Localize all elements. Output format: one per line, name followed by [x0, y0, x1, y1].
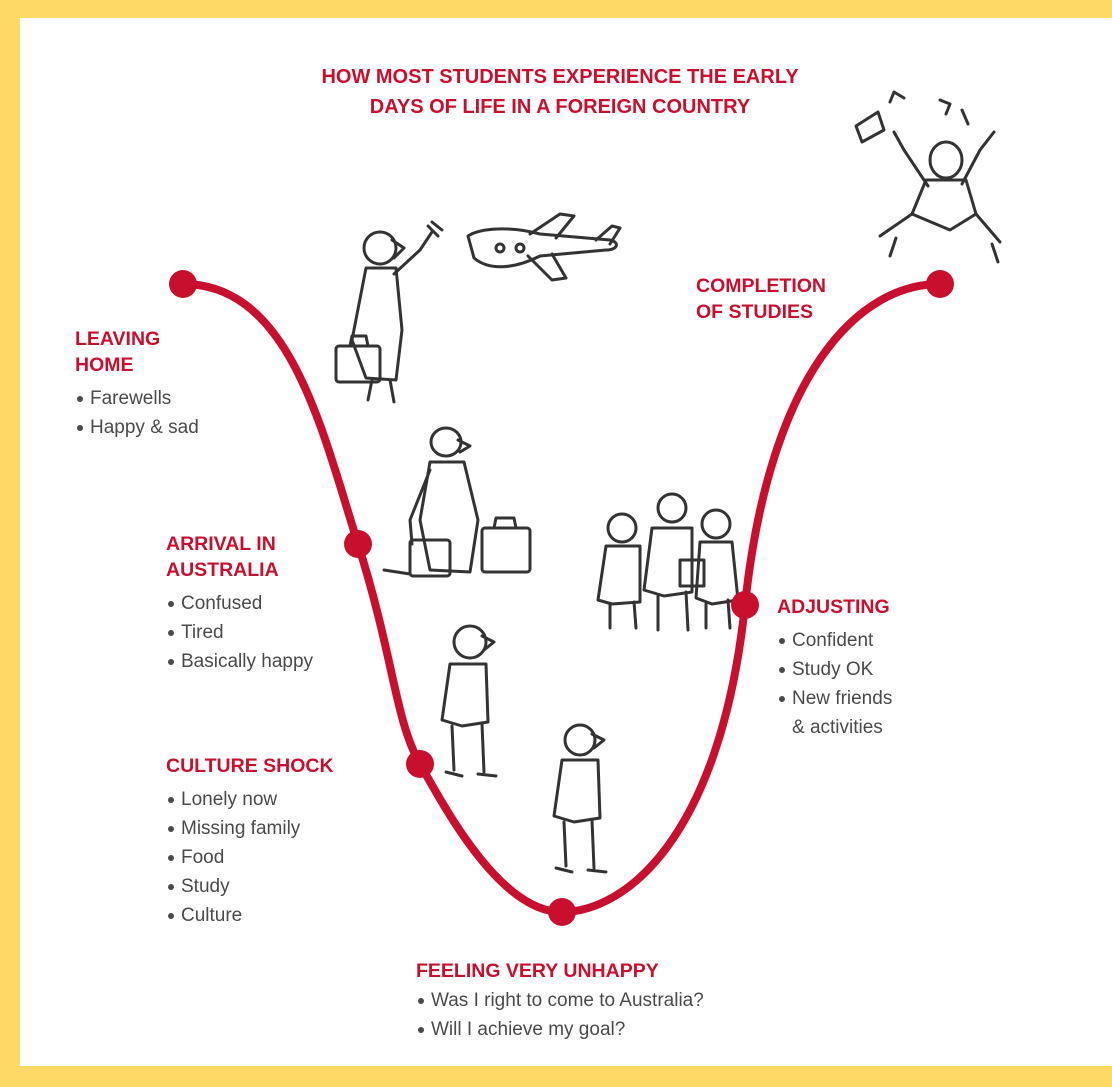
celebrating-graduate-icon	[854, 90, 1002, 264]
bullet-item: Tired	[166, 618, 313, 647]
marker-completion	[926, 270, 954, 298]
heading-line: CULTURE SHOCK	[166, 755, 334, 777]
waving-traveler-icon	[334, 220, 444, 404]
title-line-1: HOW MOST STUDENTS EXPERIENCE THE EARLY	[321, 66, 799, 88]
stage-culture-shock: CULTURE SHOCK Lonely now Missing family …	[166, 753, 334, 930]
border-top	[0, 0, 1112, 18]
bullet-item: Missing family	[166, 814, 334, 843]
stage-adjusting: ADJUSTING Confident Study OK New friends…	[777, 594, 892, 742]
experience-curve	[179, 280, 944, 917]
bullet-item: Lonely now	[166, 785, 334, 814]
bullet-item: Will I achieve my goal?	[416, 1015, 704, 1044]
bullet-item-continuation: & activities	[792, 717, 883, 738]
heading-line: LEAVING	[75, 328, 161, 350]
bullet-item: Food	[166, 843, 334, 872]
stage-heading: FEELING VERY UNHAPPY	[416, 958, 704, 984]
stage-heading: CULTURE SHOCK	[166, 753, 334, 779]
title-line-2: DAYS OF LIFE IN A FOREIGN COUNTRY	[369, 96, 751, 118]
border-bottom	[0, 1066, 1112, 1087]
stage-leaving-home: LEAVING HOME Farewells Happy & sad	[75, 326, 199, 442]
stage-arrival: ARRIVAL IN AUSTRALIA Confused Tired Basi…	[166, 531, 313, 676]
bullet-item: New friends	[777, 684, 892, 713]
stage-bullets: Lonely now Missing family Food Study Cul…	[166, 785, 334, 930]
bullet-item: Culture	[166, 901, 334, 930]
bullet-item: Study OK	[777, 655, 892, 684]
group-of-friends-icon	[596, 492, 740, 632]
stage-bullets: Was I right to come to Australia? Will I…	[416, 986, 704, 1044]
marker-adjusting	[731, 591, 759, 619]
border-left	[0, 0, 20, 1087]
heading-line: ADJUSTING	[777, 596, 890, 618]
heading-line: HOME	[75, 354, 134, 376]
heading-line: OF STUDIES	[696, 301, 814, 323]
marker-culture-shock	[406, 750, 434, 778]
stage-completion: COMPLETION OF STUDIES	[696, 273, 826, 325]
stage-bullets: Farewells Happy & sad	[75, 384, 199, 442]
airplane-icon	[466, 212, 622, 282]
bullet-item: Farewells	[75, 384, 199, 413]
stage-heading: ARRIVAL IN AUSTRALIA	[166, 531, 313, 583]
stage-bullets: Confident Study OK New friends & activit…	[777, 626, 892, 742]
tired-traveler-with-luggage-icon	[382, 426, 532, 578]
lonely-student-icon	[440, 624, 498, 778]
bullet-item: Confused	[166, 589, 313, 618]
marker-arrival	[344, 530, 372, 558]
bullet-item: Study	[166, 872, 334, 901]
bullet-item: Confident	[777, 626, 892, 655]
marker-leaving-home	[169, 270, 197, 298]
heading-line: FEELING VERY UNHAPPY	[416, 960, 659, 982]
heading-line: ARRIVAL IN	[166, 533, 276, 555]
marker-feeling-unhappy	[548, 898, 576, 926]
heading-line: AUSTRALIA	[166, 559, 279, 581]
bullet-item: Happy & sad	[75, 413, 199, 442]
stage-feeling-unhappy: FEELING VERY UNHAPPY Was I right to come…	[416, 958, 704, 1044]
bullet-item: Was I right to come to Australia?	[416, 986, 704, 1015]
diagram-title: HOW MOST STUDENTS EXPERIENCE THE EARLY D…	[200, 62, 920, 122]
stage-heading: COMPLETION OF STUDIES	[696, 273, 826, 325]
bullet-item: Basically happy	[166, 647, 313, 676]
heading-line: COMPLETION	[696, 275, 826, 297]
stage-bullets: Confused Tired Basically happy	[166, 589, 313, 676]
unhappy-student-icon	[552, 723, 608, 874]
stage-heading: ADJUSTING	[777, 594, 892, 620]
stage-heading: LEAVING HOME	[75, 326, 199, 378]
